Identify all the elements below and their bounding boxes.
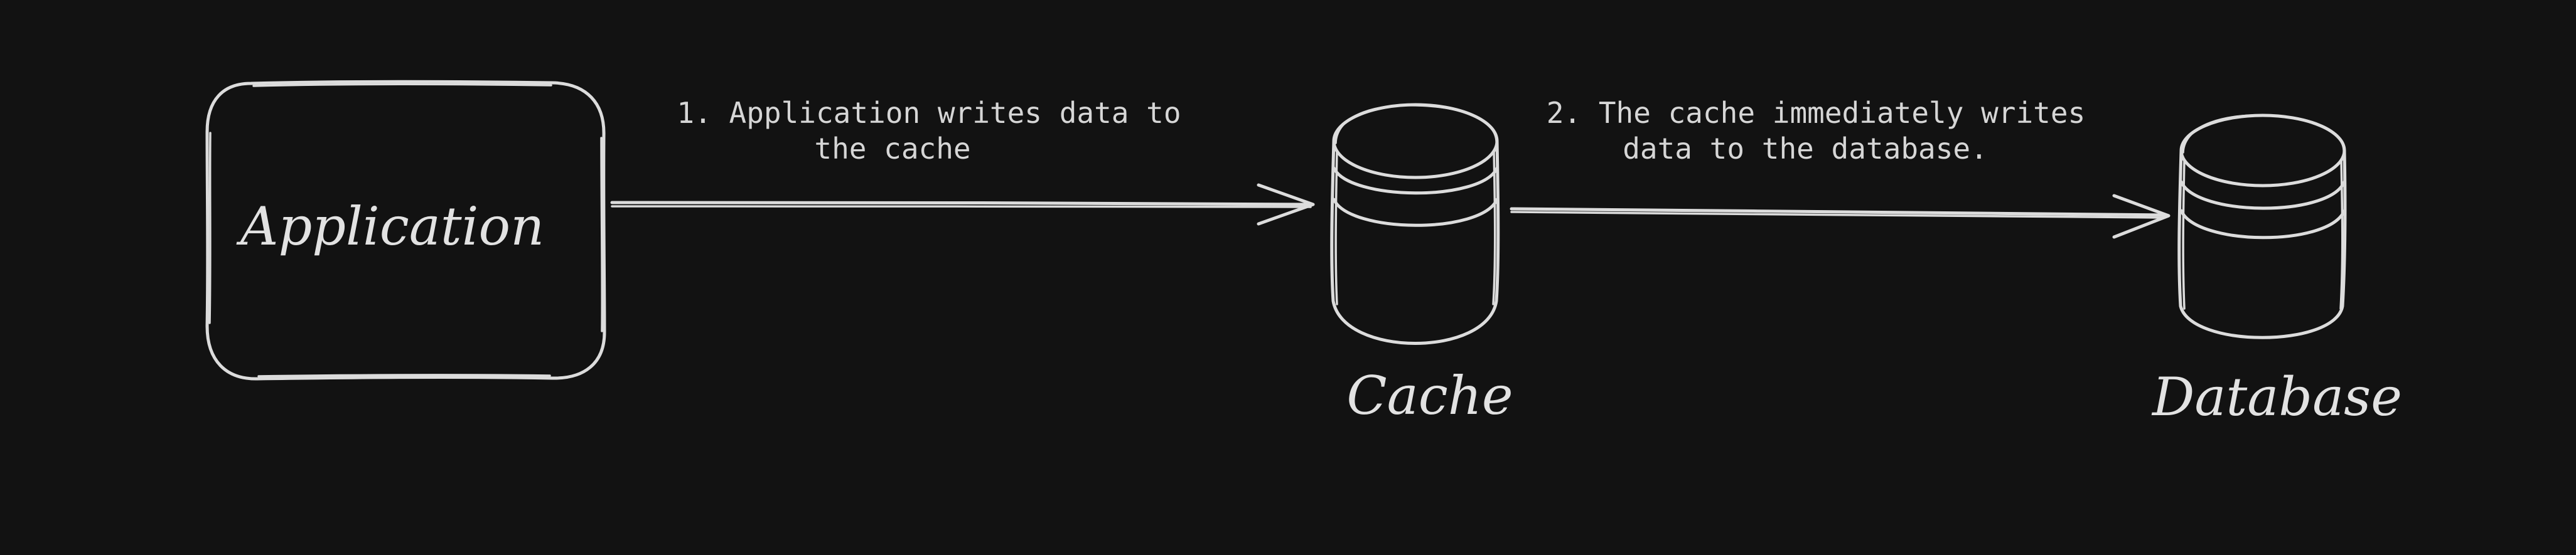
arrow-line-1	[610, 201, 1314, 206]
arrow-line-1-overstroke	[611, 204, 1312, 208]
database-cylinder-ring-2	[2179, 209, 2346, 240]
application-node[interactable]: Application	[205, 80, 606, 381]
database-cylinder-ring-1	[2179, 180, 2346, 210]
cache-node[interactable]: Cache	[1330, 103, 1513, 426]
arrow-line-2	[1510, 207, 2167, 217]
database-cylinder-sides-overstroke	[2182, 159, 2344, 310]
cache-cylinder-ring-2	[1332, 198, 1499, 227]
application-label: Application	[236, 196, 544, 257]
application-box	[205, 80, 606, 381]
database-cylinder-top-overstroke	[2182, 114, 2345, 156]
database-cylinder-sides	[2177, 149, 2347, 339]
application-box-overstroke	[208, 83, 604, 378]
edge-label-2-line-2: data to the database.	[1623, 132, 1988, 166]
cache-cylinder-ring-1	[1332, 166, 1499, 195]
database-node[interactable]: Database	[2151, 114, 2402, 428]
cache-cylinder-sides	[1330, 139, 1500, 345]
cache-cylinder-top-overstroke	[1334, 104, 1498, 147]
database-label: Database	[2151, 366, 2402, 428]
edge-label-1-line-1: 1. Application writes data to	[677, 96, 1181, 130]
arrow-head-2	[2112, 194, 2171, 239]
arrow-head-1	[1257, 183, 1315, 226]
edge-label-1-line-2: the cache	[814, 132, 970, 166]
arrow-line-2-overstroke	[1510, 211, 2165, 219]
cache-cylinder-sides-overstroke	[1334, 149, 1496, 305]
edge-cache-to-database: 2. The cache immediately writes data to …	[1510, 96, 2171, 239]
edge-application-to-cache: 1. Application writes data to the cache	[610, 96, 1315, 226]
edge-label-2-line-1: 2. The cache immediately writes	[1547, 96, 2086, 130]
cache-label: Cache	[1346, 365, 1513, 426]
